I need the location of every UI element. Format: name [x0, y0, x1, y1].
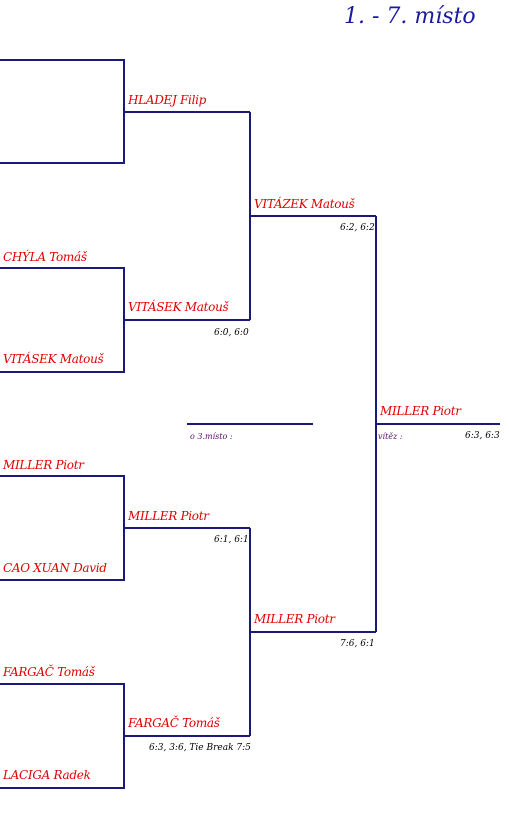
r2-m4-winner: FARGAČ Tomáš	[128, 716, 220, 730]
sf-bottom-winner: MILLER Piotr	[254, 612, 335, 626]
third-place-label: o 3.místo :	[190, 432, 233, 441]
r1-m2-bottom: VITÁSEK Matouš	[3, 352, 104, 366]
sf-top-winner: VITÁZEK Matouš	[254, 197, 355, 211]
r2-m3-score: 6:1, 6:1	[214, 535, 249, 545]
r2-m1-winner: HLADEJ Filip	[128, 93, 207, 107]
r2-m3-winner: MILLER Piotr	[128, 509, 209, 523]
final-winner: MILLER Piotr	[380, 404, 461, 418]
final-score: 6:3, 6:3	[465, 431, 500, 441]
r1-m3-bottom: CAO XUAN David	[3, 561, 107, 575]
r1-m3-top: MILLER Piotr	[3, 458, 84, 472]
bracket-r1-m1	[0, 59, 125, 164]
r2-m2-winner: VITÁSEK Matouš	[128, 300, 229, 314]
r2-m2-score: 6:0, 6:0	[214, 328, 249, 338]
page-title: 1. - 7. místo	[344, 4, 476, 29]
r1-m4-bottom: LACIGA Radek	[3, 768, 91, 782]
sf-top-score: 6:2, 6:2	[340, 223, 375, 233]
r1-m4-top: FARGAČ Tomáš	[3, 665, 95, 679]
sf-bottom-score: 7:6, 6:1	[340, 639, 375, 649]
final-label: vítěz :	[378, 432, 403, 441]
r2-m4-score: 6:3, 3:6, Tie Break 7:5	[149, 743, 251, 753]
r1-m2-top: CHÝLA Tomáš	[3, 250, 87, 264]
